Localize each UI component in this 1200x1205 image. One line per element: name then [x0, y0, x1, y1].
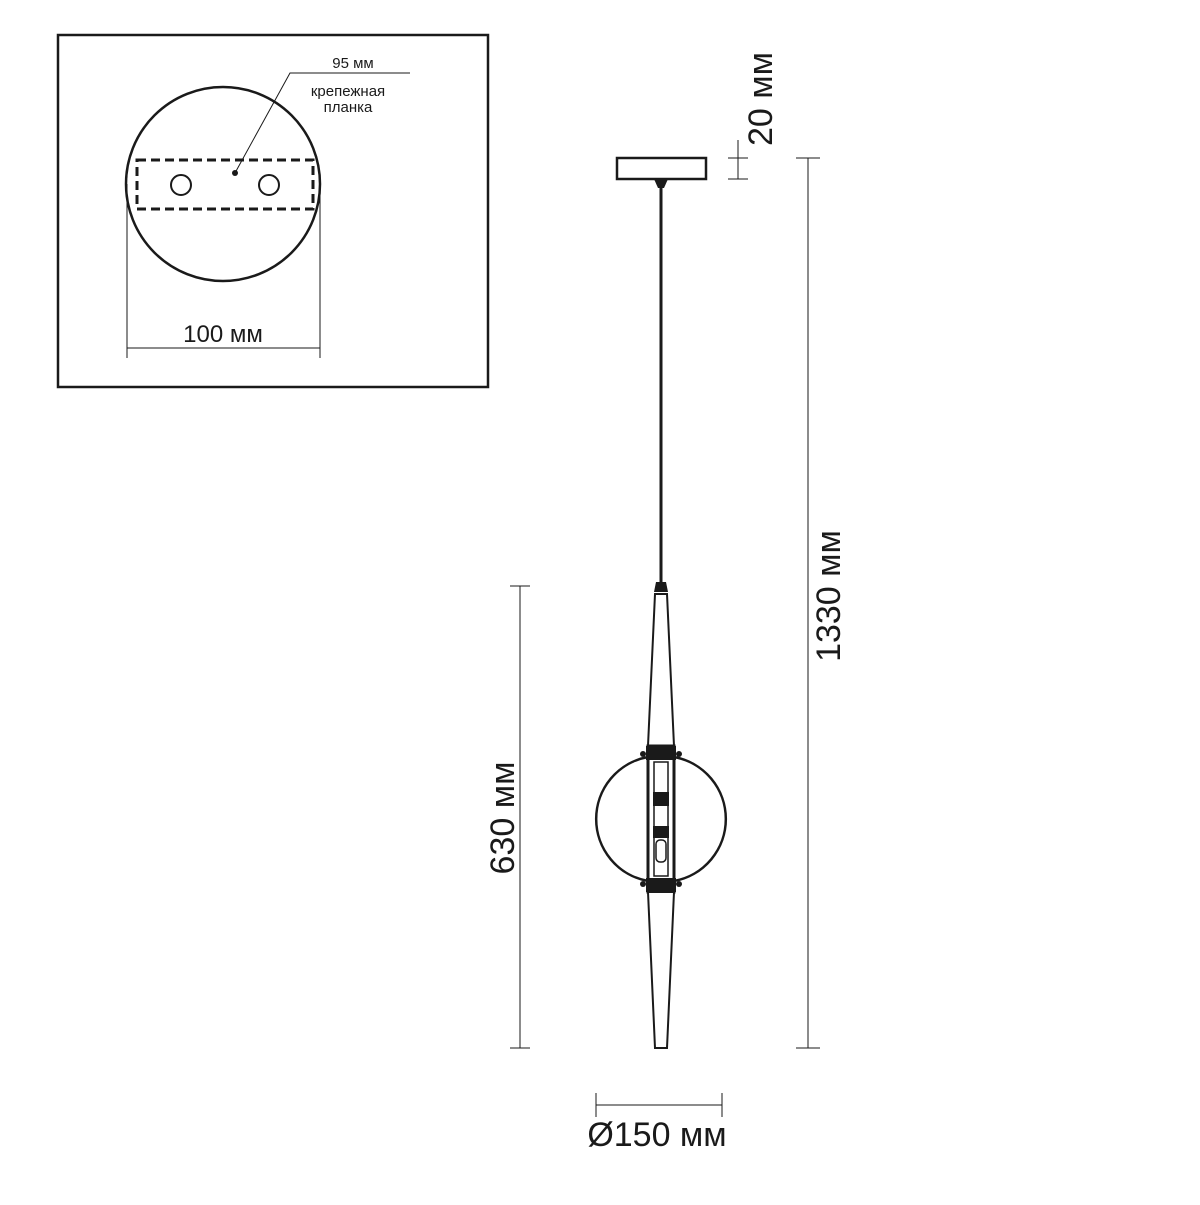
lamp-holder-frame: [646, 744, 676, 894]
cord-clamp-top: [654, 179, 668, 188]
plate-width-label: 95 мм: [332, 55, 373, 72]
holder-cap-top: [646, 746, 676, 760]
ceiling-canopy: [615, 156, 708, 181]
holder-screw-tl: [640, 751, 646, 757]
detail-frame: [56, 33, 490, 389]
bulb: [655, 839, 667, 863]
shade-ring-right: [673, 755, 727, 883]
bulb-socket-lower: [653, 826, 669, 838]
canopy-circle: [124, 85, 322, 283]
holder-screw-tr: [676, 751, 682, 757]
canopy-diameter-label: 100 мм: [183, 321, 263, 348]
mounting-hole-left: [170, 174, 192, 196]
plate-leader-line: [234, 72, 410, 174]
holder-inner-channel: [653, 761, 669, 877]
mount-plate-detail: 95 мм крепежная планка 100 мм: [56, 33, 490, 389]
cord-clamp-bottom: [654, 582, 668, 592]
dimension-canopy-height: 20 мм: [728, 52, 780, 180]
dimension-total-height: 1330 мм: [796, 157, 848, 1049]
pendant-lamp: [595, 156, 727, 1049]
holder-screw-bl: [640, 881, 646, 887]
holder-cap-bottom: [646, 878, 676, 892]
shade-diameter-label: Ø150 мм: [587, 1116, 726, 1154]
plate-name-line1: крепежная: [311, 83, 385, 100]
total-height-label: 1330 мм: [810, 530, 848, 662]
mounting-hole-right: [258, 174, 280, 196]
mounting-bar-outline: [135, 158, 315, 211]
bulb-socket-upper: [653, 792, 669, 806]
upper-rod: [646, 593, 676, 747]
lower-rod: [646, 891, 676, 1049]
dimension-shade-diameter: Ø150 мм: [587, 1093, 727, 1154]
plate-name-line2: планка: [324, 99, 373, 116]
canopy-height-label: 20 мм: [742, 52, 780, 146]
shade-ring-left: [595, 755, 649, 883]
body-height-label: 630 мм: [484, 762, 522, 875]
dimension-body-height: 630 мм: [484, 585, 530, 1049]
holder-screw-br: [676, 881, 682, 887]
